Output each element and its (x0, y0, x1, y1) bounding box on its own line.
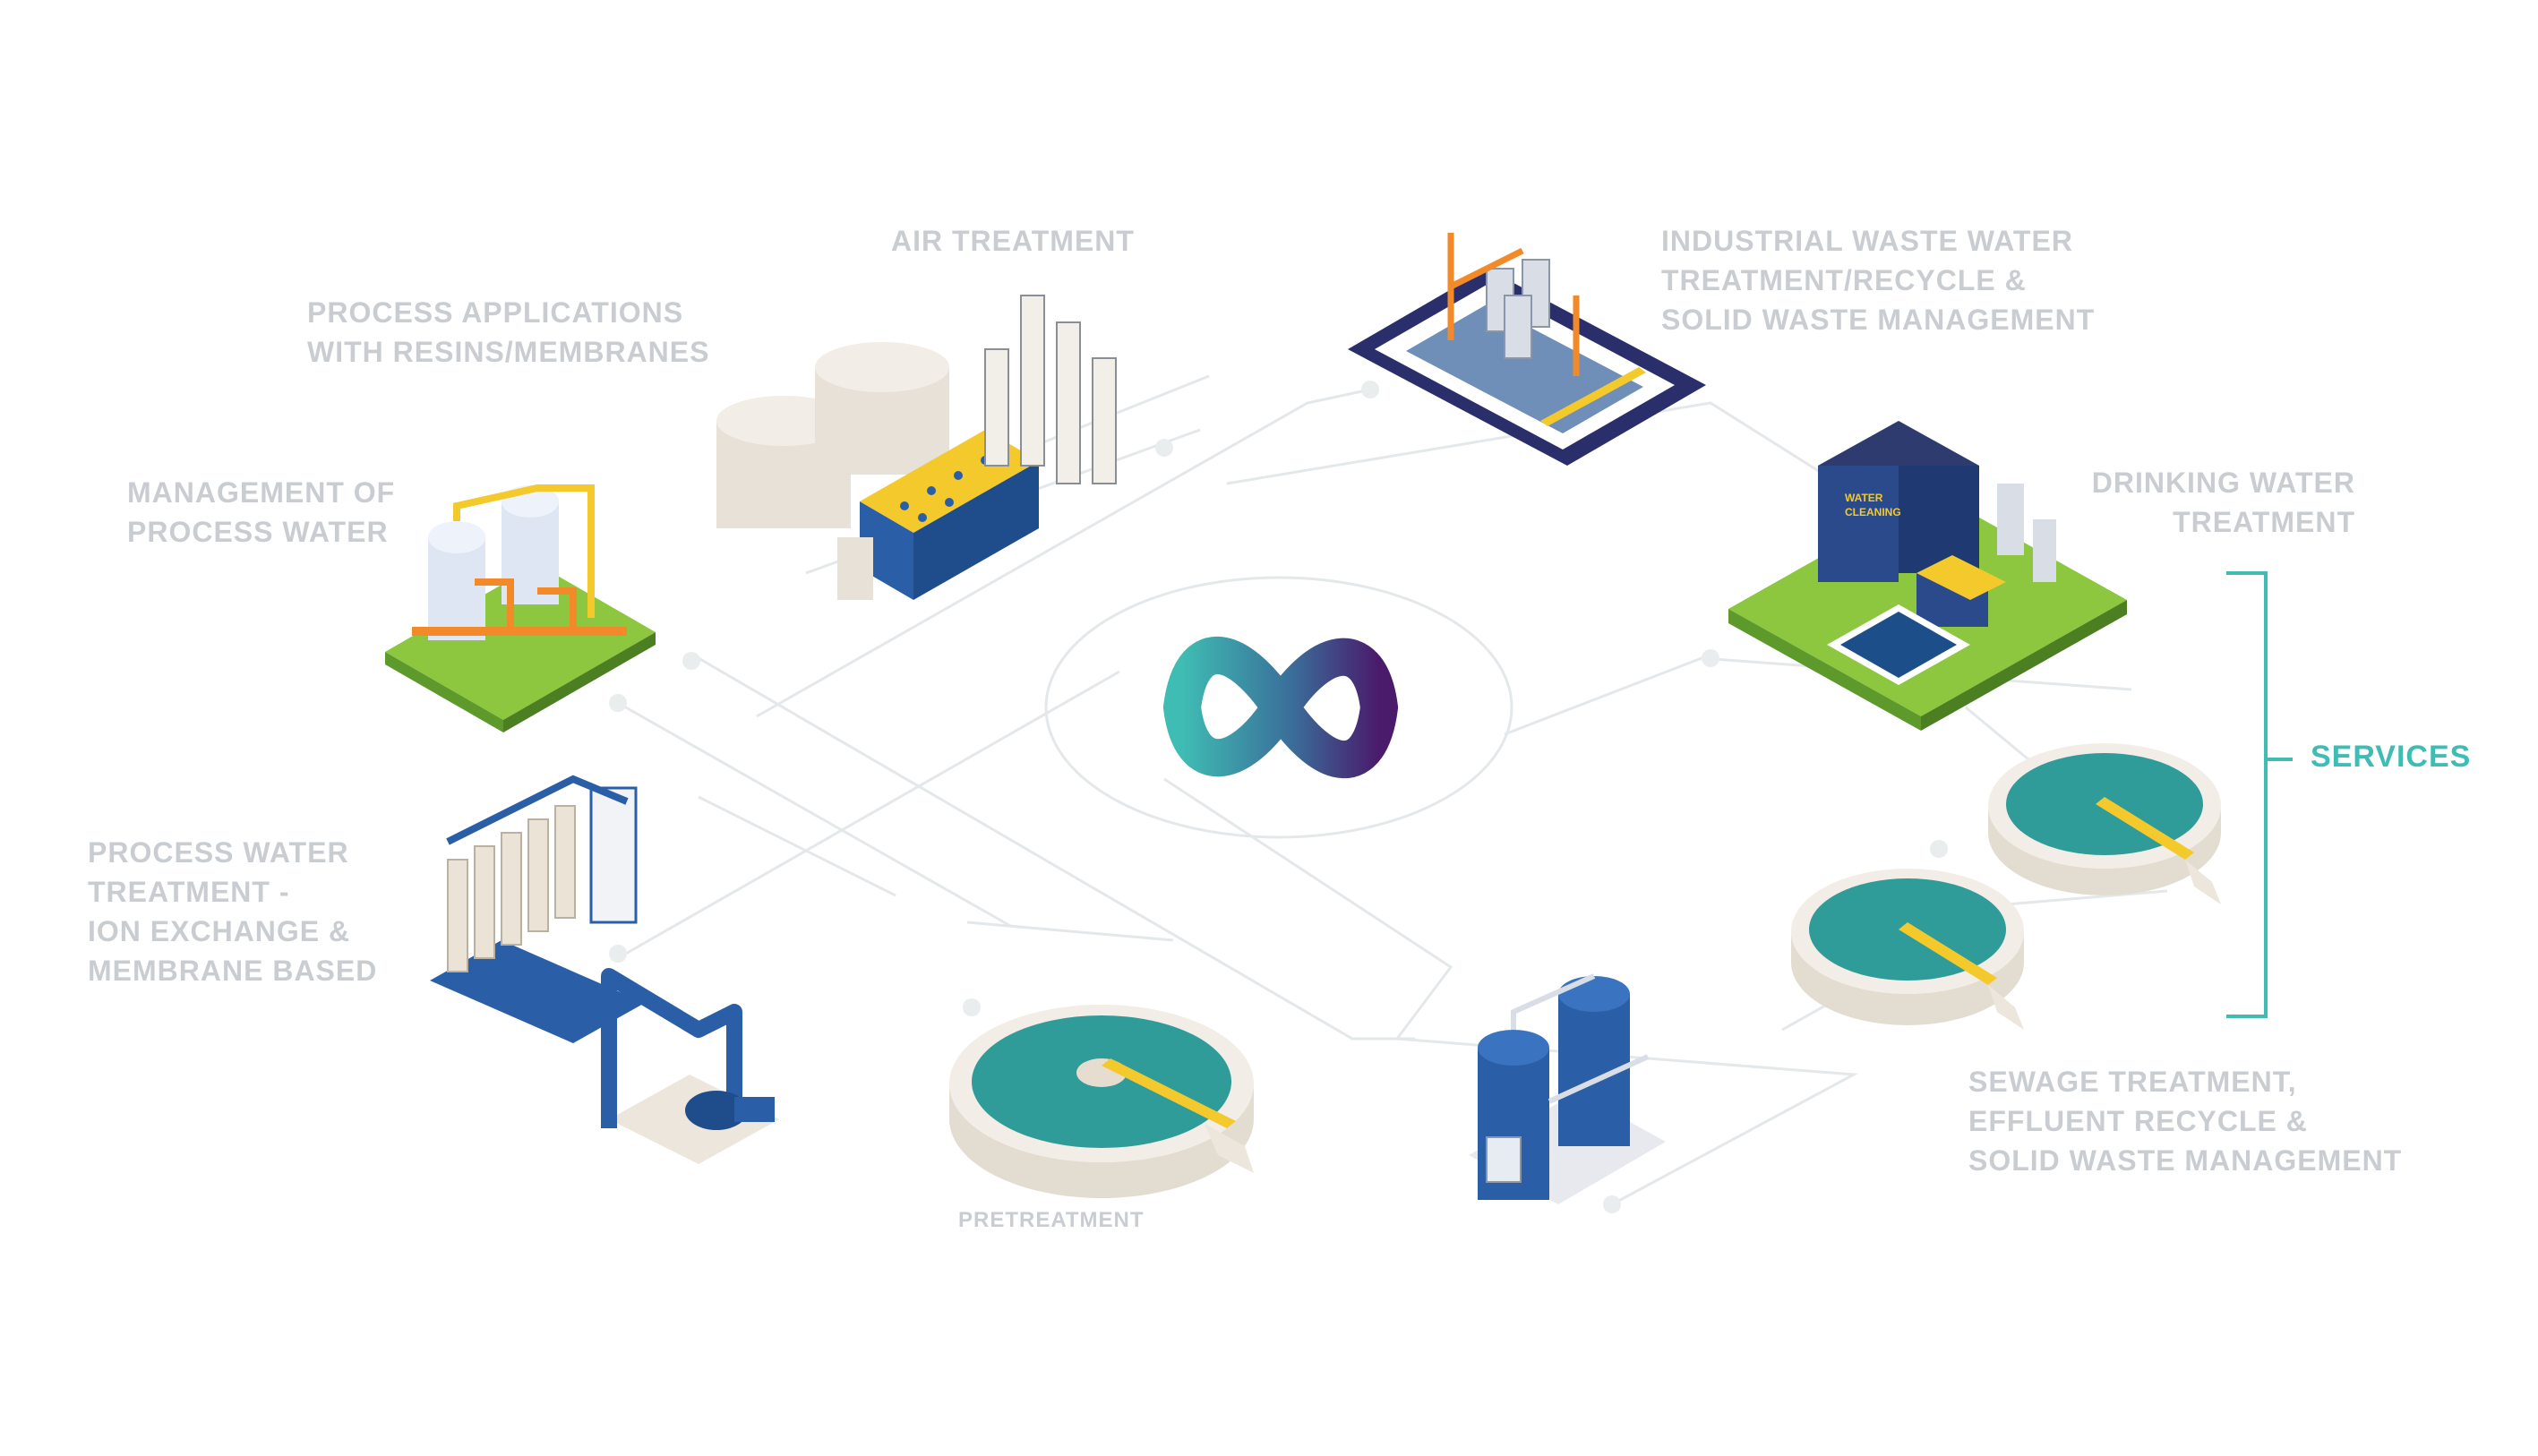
connector-nodes (609, 381, 1948, 1213)
drinking-water-plant-icon: WATER CLEANING (1728, 421, 2127, 731)
label-pretreatment: PRETREATMENT (958, 1208, 1145, 1232)
label-sewage-treatment: SEWAGE TREATMENT, EFFLUENT RECYCLE & SOL… (1968, 1066, 2403, 1177)
clarifier-icon (949, 1005, 1254, 1198)
services-label: SERVICES (2311, 740, 2472, 774)
plant-sign-line1: WATER (1845, 492, 1883, 504)
label-process-water-treatment: PROCESS WATER TREATMENT - ION EXCHANGE &… (88, 836, 378, 987)
filter-vessels-icon (1469, 973, 1666, 1204)
label-industrial-waste-water: INDUSTRIAL WASTE WATER TREATMENT/RECYCLE… (1661, 225, 2096, 336)
label-management-process-water: MANAGEMENT OF PROCESS WATER (127, 476, 396, 548)
label-air-treatment: AIR TREATMENT (891, 225, 1135, 257)
membrane-rack-icon (430, 775, 645, 1043)
services-bracket (2226, 571, 2293, 1018)
infinity-loop-icon (1162, 637, 1399, 778)
center-ring (1044, 576, 1513, 839)
label-process-applications: PROCESS APPLICATIONS WITH RESINS/MEMBRAN… (307, 296, 710, 368)
industrial-wastewater-plant-icon (1348, 233, 1706, 466)
label-drinking-water: DRINKING WATER TREATMENT (2091, 467, 2355, 538)
plant-sign-line2: CLEANING (1845, 506, 1901, 518)
sewage-clarifiers-icon (1791, 743, 2221, 1030)
storage-tanks-icon (716, 295, 1117, 600)
pump-skid-icon (601, 968, 779, 1164)
pressure-vessels-icon (385, 484, 656, 732)
